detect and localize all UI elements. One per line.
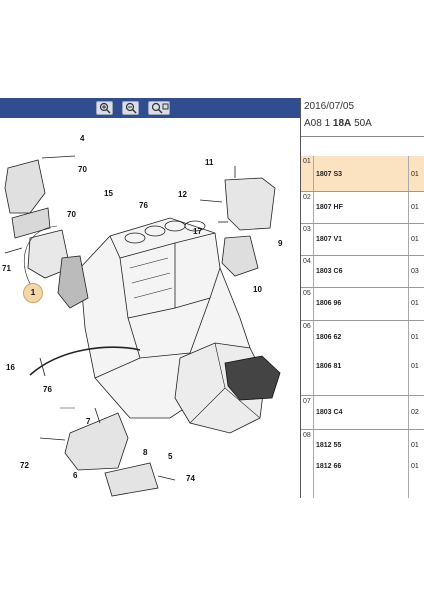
row-divider-left — [313, 256, 314, 287]
row-divider-left — [313, 396, 314, 429]
parts-row-08[interactable]: 08 1812 55 01 1812 66 01 — [301, 430, 424, 498]
row-index: 01 — [303, 158, 311, 165]
toolbar — [0, 98, 300, 118]
reference-bold: 18A — [332, 118, 352, 129]
parts-list-panel: 2016/07/05 A08 1 18A 50A 01 1807 S3 01 0… — [301, 98, 424, 498]
row-divider-right — [408, 396, 409, 429]
exploded-parts-diagram — [0, 118, 300, 498]
part-quantity: 01 — [411, 363, 419, 370]
zoom-out-icon — [125, 102, 137, 114]
header-separator — [301, 136, 424, 137]
reference-prefix: A08 1 — [304, 118, 331, 129]
part-quantity: 01 — [411, 236, 419, 243]
row-divider-left — [313, 288, 314, 320]
callout-17[interactable]: 17 — [193, 227, 202, 236]
parts-row-02[interactable]: 02 1807 HF 01 — [301, 192, 424, 224]
parts-catalog-viewer: 4 70 70 71 1 15 76 11 12 17 9 10 16 76 7… — [0, 98, 424, 498]
part-quantity: 01 — [411, 204, 419, 211]
callout-9[interactable]: 9 — [278, 239, 283, 248]
row-index: 04 — [303, 258, 311, 265]
zoom-fit-button[interactable] — [148, 101, 170, 115]
row-index: 02 — [303, 194, 311, 201]
parts-row-04[interactable]: 04 1803 C6 03 — [301, 256, 424, 288]
catalog-date: 2016/07/05 — [304, 101, 355, 112]
zoom-in-button[interactable] — [96, 101, 113, 115]
row-index: 08 — [303, 432, 311, 439]
catalog-reference: A08 1 18A 50A — [304, 118, 372, 129]
callout-4[interactable]: 4 — [80, 134, 85, 143]
row-divider-right — [408, 224, 409, 255]
part-quantity: 01 — [411, 463, 419, 470]
row-index: 03 — [303, 226, 311, 233]
part-number: 1806 81 — [316, 363, 342, 370]
callout-70-top[interactable]: 70 — [78, 165, 87, 174]
part-number: 1803 C6 — [316, 268, 343, 275]
callout-6[interactable]: 6 — [73, 471, 78, 480]
zoom-in-icon — [99, 102, 111, 114]
callout-1-badge[interactable]: 1 — [23, 283, 43, 303]
row-divider-left — [313, 321, 314, 395]
row-divider-left — [313, 224, 314, 255]
part-quantity: 02 — [411, 409, 419, 416]
callout-15[interactable]: 15 — [104, 189, 113, 198]
row-divider-right — [408, 156, 409, 191]
part-number: 1806 62 — [316, 334, 342, 341]
row-index: 05 — [303, 290, 311, 297]
callout-70-bottom[interactable]: 70 — [67, 210, 76, 219]
part-number: 1812 55 — [316, 442, 342, 449]
callout-71[interactable]: 71 — [2, 264, 11, 273]
row-index: 06 — [303, 323, 311, 330]
callout-10[interactable]: 10 — [253, 285, 262, 294]
part-quantity: 01 — [411, 171, 419, 178]
callout-74[interactable]: 74 — [186, 474, 195, 483]
row-divider-left — [313, 192, 314, 223]
parts-row-03[interactable]: 03 1807 V1 01 — [301, 224, 424, 256]
part-quantity: 03 — [411, 268, 419, 275]
callout-7[interactable]: 7 — [86, 417, 91, 426]
reference-suffix: 50A — [354, 118, 372, 129]
callout-72[interactable]: 72 — [20, 461, 29, 470]
row-divider-left — [313, 430, 314, 498]
parts-row-07[interactable]: 07 1803 C4 02 — [301, 396, 424, 430]
parts-row-06[interactable]: 06 1806 62 01 1806 81 01 — [301, 321, 424, 396]
parts-row-01[interactable]: 01 1807 S3 01 — [301, 156, 424, 192]
row-divider-left — [313, 156, 314, 191]
panel-divider — [300, 98, 301, 498]
callout-8[interactable]: 8 — [143, 448, 148, 457]
engine-mount-drawing — [4, 155, 281, 497]
row-divider-right — [408, 256, 409, 287]
callout-76-top[interactable]: 76 — [139, 201, 148, 210]
row-index: 07 — [303, 398, 311, 405]
callout-76-bottom[interactable]: 76 — [43, 385, 52, 394]
row-divider-right — [408, 321, 409, 395]
callout-11[interactable]: 11 — [205, 158, 214, 167]
callout-12[interactable]: 12 — [178, 190, 187, 199]
part-number: 1803 C4 — [316, 409, 343, 416]
part-quantity: 01 — [411, 442, 419, 449]
callout-16[interactable]: 16 — [6, 363, 15, 372]
part-number: 1807 S3 — [316, 171, 343, 178]
callout-5[interactable]: 5 — [168, 452, 173, 461]
row-divider-right — [408, 192, 409, 223]
zoom-out-button[interactable] — [122, 101, 139, 115]
row-divider-right — [408, 430, 409, 498]
part-quantity: 01 — [411, 300, 419, 307]
parts-row-05[interactable]: 05 1806 96 01 — [301, 288, 424, 321]
part-number: 1807 V1 — [316, 236, 343, 243]
part-number: 1807 HF — [316, 204, 343, 211]
part-number: 1812 66 — [316, 463, 342, 470]
part-number: 1806 96 — [316, 300, 342, 307]
row-divider-right — [408, 288, 409, 320]
zoom-fit-icon — [151, 102, 169, 114]
part-quantity: 01 — [411, 334, 419, 341]
